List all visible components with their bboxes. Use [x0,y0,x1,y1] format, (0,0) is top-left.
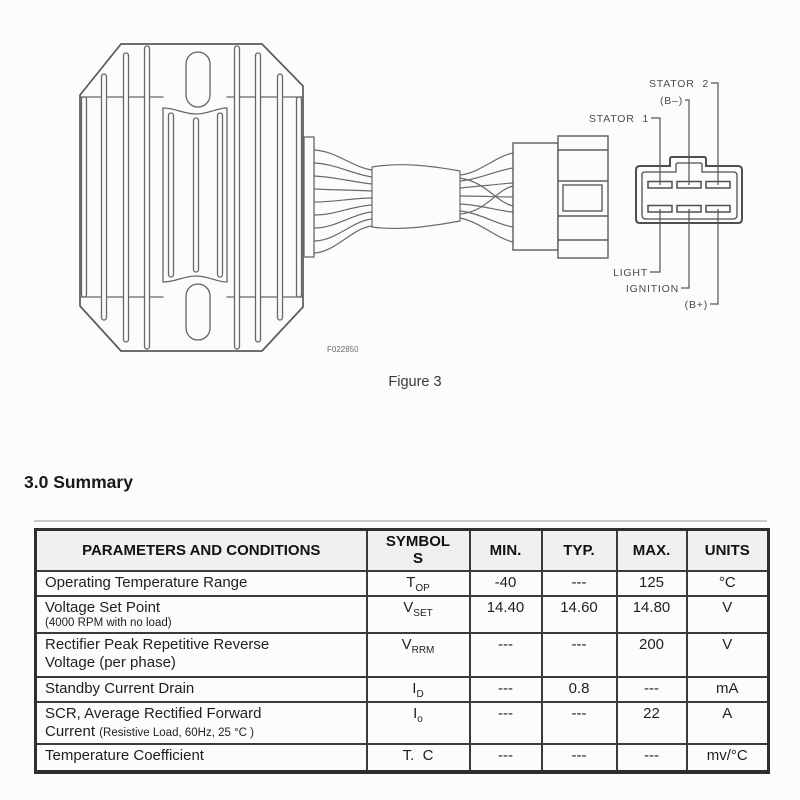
symbol-cell: T. C [365,743,471,774]
header-max: MAX. [615,528,688,572]
max-cell: 22 [615,700,688,746]
table-row-standby-current-drain: Standby Current Drain ID --- 0.8 --- mA [34,675,770,703]
mounting-slot-bottom [185,283,211,341]
symbol-cell: Io [365,700,471,746]
label-stator1: STATOR 1 [589,113,649,125]
typ-cell: 0.8 [540,675,618,703]
wire-exit-tab [303,136,315,258]
max-cell: 200 [615,631,688,678]
symbol-cell: ID [365,675,471,703]
plug-latch-window [562,184,603,212]
connector-shell-inner [641,162,738,220]
units-cell: °C [685,569,770,597]
header-min: MIN. [468,528,543,572]
min-cell: --- [468,631,543,678]
label-ignition: IGNITION [626,283,679,295]
wire-harness [313,149,514,254]
heatsink-outline [79,43,304,352]
table-top-rule [34,520,767,522]
header-typ: TYP. [540,528,618,572]
header-units: UNITS [685,528,770,572]
max-cell: 14.80 [615,594,688,634]
param-cell: SCR, Average Rectified Forward Current (… [34,700,368,746]
center-panel-fins [167,112,224,278]
units-cell: mv/°C [685,743,770,774]
mounting-slot-top [185,51,211,108]
min-cell: 14.40 [468,594,543,634]
parameters-table: PARAMETERS AND CONDITIONS SYMBOL S MIN. … [34,528,770,775]
figure-3-diagram: STATOR 2 (B–) STATOR 1 LIGHT IGNITION (B… [79,43,743,390]
pin-leader-lines [650,82,719,305]
param-cell: Standby Current Drain [34,675,368,703]
header-symbols: SYMBOL S [365,528,471,572]
typ-cell: --- [540,631,618,678]
symbol-cell: TOP [365,569,471,597]
header-parameters: PARAMETERS AND CONDITIONS [34,528,368,572]
connector-shell-outer [635,156,743,224]
figure-caption: Figure 3 [388,374,441,390]
table-row-operating-temperature: Operating Temperature Range TOP -40 --- … [34,569,770,597]
min-cell: --- [468,743,543,774]
units-cell: mA [685,675,770,703]
regulator-body [79,43,315,352]
heatsink-fins [80,45,303,350]
max-cell: 125 [615,569,688,597]
param-cell: Temperature Coefficient [34,743,368,774]
label-light: LIGHT [613,267,648,279]
table-row-rectifier-peak-reverse-voltage: Rectifier Peak Repetitive Reverse Voltag… [34,631,770,678]
connector-plug-side [512,135,609,259]
table-header-row: PARAMETERS AND CONDITIONS SYMBOL S MIN. … [34,528,770,572]
symbol-cell: VSET [365,594,471,634]
figure-code: F022850 [327,345,359,354]
min-cell: --- [468,675,543,703]
min-cell: -40 [468,569,543,597]
label-stator2: STATOR 2 [649,78,709,90]
table-row-temperature-coefficient: Temperature Coefficient T. C --- --- ---… [34,743,770,774]
typ-cell: --- [540,569,618,597]
max-cell: --- [615,675,688,703]
symbol-cell: VRRM [365,631,471,678]
table-row-voltage-set-point: Voltage Set Point(4000 RPM with no load)… [34,594,770,634]
typ-cell: 14.60 [540,594,618,634]
harness-sleeve [371,164,461,230]
units-cell: V [685,594,770,634]
typ-cell: --- [540,743,618,774]
label-b-minus: (B–) [660,95,683,107]
typ-cell: --- [540,700,618,746]
section-heading: 3.0 Summary [24,472,133,492]
min-cell: --- [468,700,543,746]
label-b-plus: (B+) [685,299,708,311]
param-cell: Voltage Set Point(4000 RPM with no load) [34,594,368,634]
units-cell: V [685,631,770,678]
max-cell: --- [615,743,688,774]
table-row-scr-forward-current: SCR, Average Rectified Forward Current (… [34,700,770,746]
param-cell: Rectifier Peak Repetitive Reverse Voltag… [34,631,368,678]
units-cell: A [685,700,770,746]
param-cell: Operating Temperature Range [34,569,368,597]
